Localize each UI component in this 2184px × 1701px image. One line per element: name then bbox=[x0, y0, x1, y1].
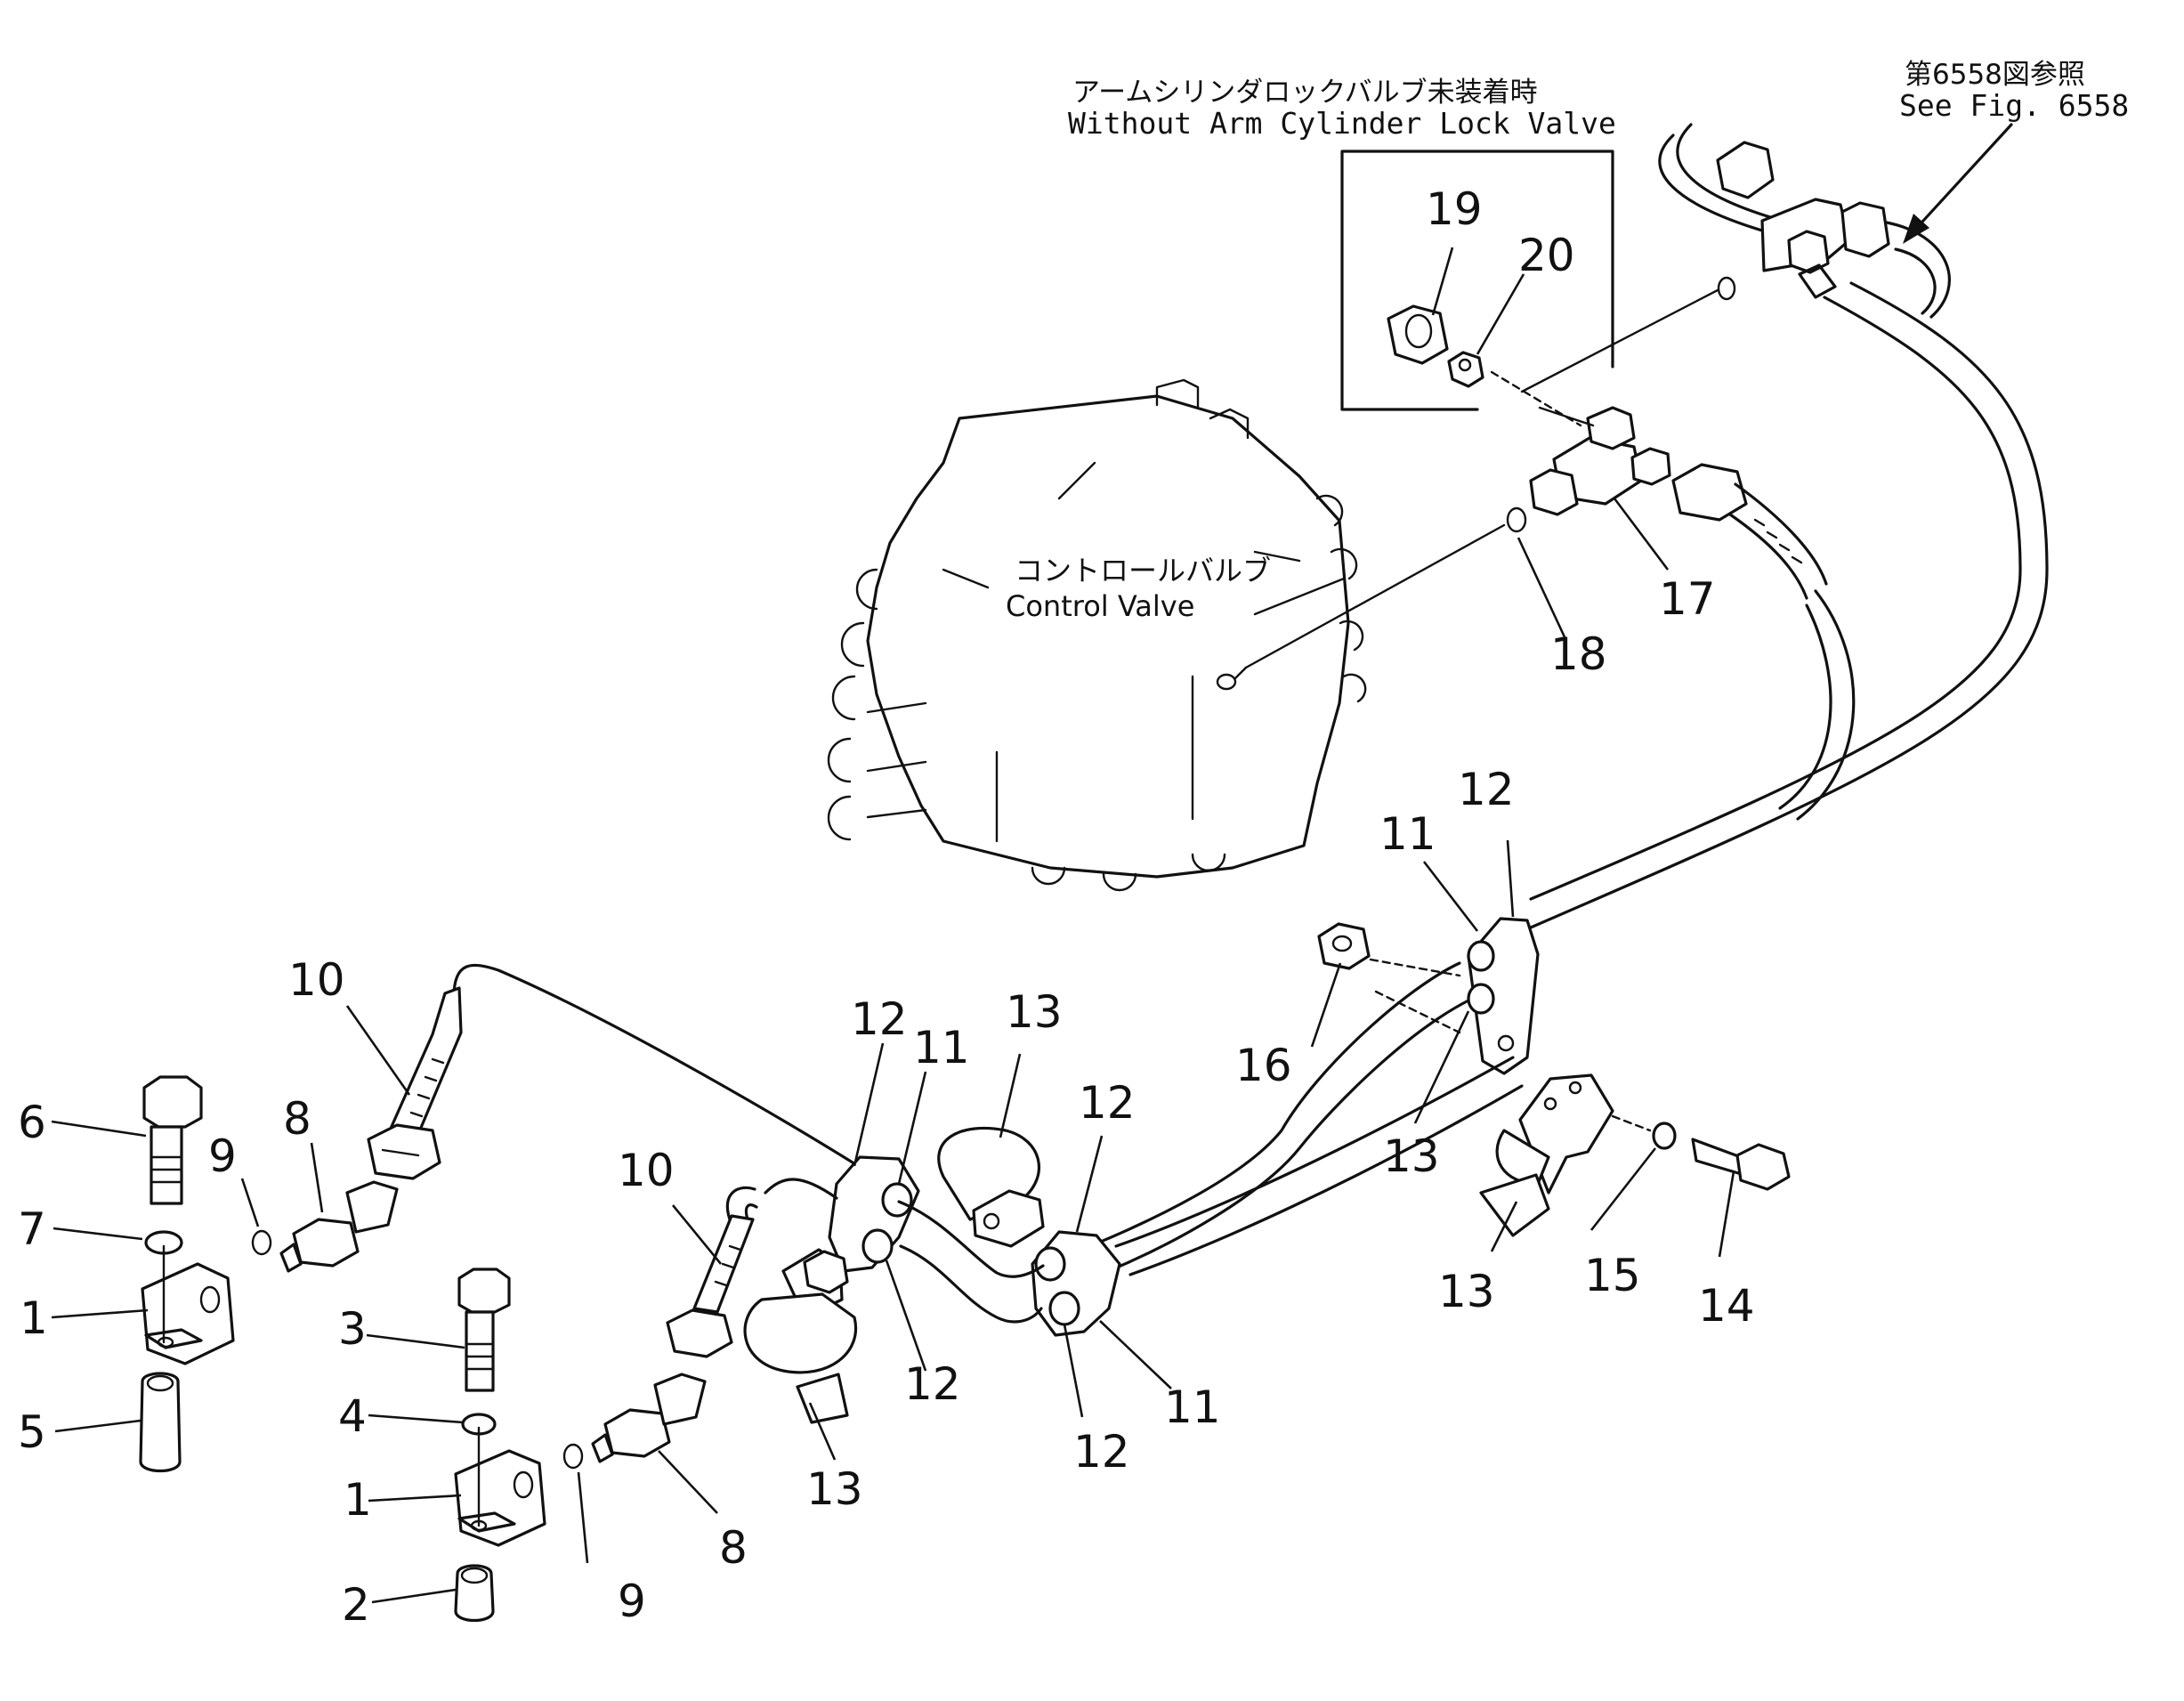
hose-10-lower bbox=[666, 1186, 758, 1358]
hose-from-17 bbox=[1671, 463, 1856, 821]
callout-18: 18 bbox=[1550, 628, 1607, 680]
upper-hose-tail bbox=[1885, 221, 1951, 319]
callout-11-center-top: 11 bbox=[913, 1022, 970, 1073]
callout-6: 6 bbox=[18, 1097, 46, 1148]
bolt-14 bbox=[1691, 1138, 1791, 1191]
bolt-3 bbox=[457, 1268, 511, 1392]
reference-english: See Fig. 6558 bbox=[1899, 88, 2129, 123]
clamp-block-1-lower bbox=[454, 1426, 546, 1547]
callout-19: 19 bbox=[1426, 183, 1483, 235]
callout-4: 4 bbox=[338, 1390, 367, 1442]
nut-16 bbox=[1317, 922, 1371, 970]
pipe-s-bend bbox=[897, 1200, 1045, 1324]
callout-12-center-right-top: 12 bbox=[1079, 1077, 1136, 1129]
callout-16: 16 bbox=[1235, 1040, 1292, 1091]
pipe-right-long bbox=[1529, 281, 2049, 929]
plug-19 bbox=[1387, 304, 1449, 365]
hose-10-upper bbox=[367, 986, 463, 1180]
callout-12-center-top: 12 bbox=[851, 993, 908, 1045]
clamp-13-center-left bbox=[743, 1248, 858, 1424]
callout-15: 15 bbox=[1584, 1250, 1641, 1301]
control-valve-body bbox=[827, 378, 1367, 892]
callout-11-right: 11 bbox=[1379, 808, 1436, 860]
elbow-8-upper bbox=[279, 1180, 399, 1273]
callout-12-right-top: 12 bbox=[1458, 764, 1515, 815]
callout-3: 3 bbox=[338, 1303, 367, 1355]
oring-upper bbox=[1717, 276, 1736, 301]
callout-11-center-bottom: 11 bbox=[1164, 1381, 1221, 1433]
callout-20: 20 bbox=[1518, 230, 1575, 281]
pipe-right-end bbox=[1798, 263, 1837, 299]
upper-hose-loop bbox=[1658, 123, 1791, 235]
oring-9-upper bbox=[251, 1229, 272, 1256]
callout-13-right: 13 bbox=[1438, 1266, 1495, 1317]
clamp-center-right bbox=[1031, 1230, 1121, 1337]
callout-7: 7 bbox=[18, 1203, 46, 1255]
control-valve-label-english: Control Valve bbox=[1006, 589, 1194, 623]
elbow-8-lower bbox=[591, 1373, 707, 1463]
long-tube-upper bbox=[452, 963, 854, 1164]
callout-8-lower: 8 bbox=[719, 1522, 748, 1574]
callout-1-upper: 1 bbox=[20, 1292, 48, 1344]
callout-13-center-bottom: 13 bbox=[806, 1463, 863, 1515]
pipe-middle-long bbox=[1075, 961, 1470, 1282]
callout-9-lower: 9 bbox=[618, 1575, 646, 1627]
callout-1-lower: 1 bbox=[344, 1474, 372, 1526]
callout-5: 5 bbox=[18, 1406, 46, 1458]
callout-2: 2 bbox=[342, 1579, 370, 1631]
plug-20 bbox=[1447, 351, 1484, 388]
pipe-to-center-clamp bbox=[764, 1178, 838, 1200]
upper-tee-fitting bbox=[1716, 141, 1890, 274]
callout-12-center-low: 12 bbox=[904, 1358, 961, 1410]
oring-9-lower bbox=[562, 1443, 584, 1470]
callout-10-lower: 10 bbox=[618, 1145, 675, 1196]
clamp-right-upper bbox=[1467, 917, 1540, 1075]
callout-8-upper: 8 bbox=[283, 1093, 311, 1145]
elbow-17 bbox=[1529, 406, 1671, 516]
callout-9-upper: 9 bbox=[208, 1130, 237, 1182]
bolt-6 bbox=[142, 1075, 203, 1205]
clamp-13-center-right bbox=[937, 1126, 1045, 1248]
reference-arrow bbox=[1903, 123, 2013, 244]
washer-15 bbox=[1652, 1122, 1677, 1150]
callout-12-center-bottom: 12 bbox=[1073, 1426, 1130, 1478]
inset-title-english: Without Arm Cylinder Lock Valve bbox=[1068, 106, 1616, 141]
callout-13-center: 13 bbox=[1006, 986, 1063, 1038]
inset-box bbox=[1340, 150, 1614, 411]
callout-17: 17 bbox=[1659, 573, 1716, 625]
control-valve-label-japanese: コントロールバルブ bbox=[1015, 554, 1271, 587]
inset-title-japanese: アームシリンダロックバルブ未装着時 bbox=[1072, 77, 1538, 109]
collar-2 bbox=[454, 1564, 495, 1622]
callout-14: 14 bbox=[1698, 1280, 1755, 1332]
reference-japanese: 第6558図参照 bbox=[1905, 59, 2085, 91]
collar-5 bbox=[139, 1372, 182, 1472]
pipe-to-right-clamp bbox=[1114, 1056, 1524, 1276]
callout-10-upper: 10 bbox=[288, 954, 345, 1006]
oring-18 bbox=[1506, 506, 1527, 533]
clamp-center-left bbox=[828, 1155, 920, 1273]
clamp-block-1-upper bbox=[141, 1244, 235, 1365]
